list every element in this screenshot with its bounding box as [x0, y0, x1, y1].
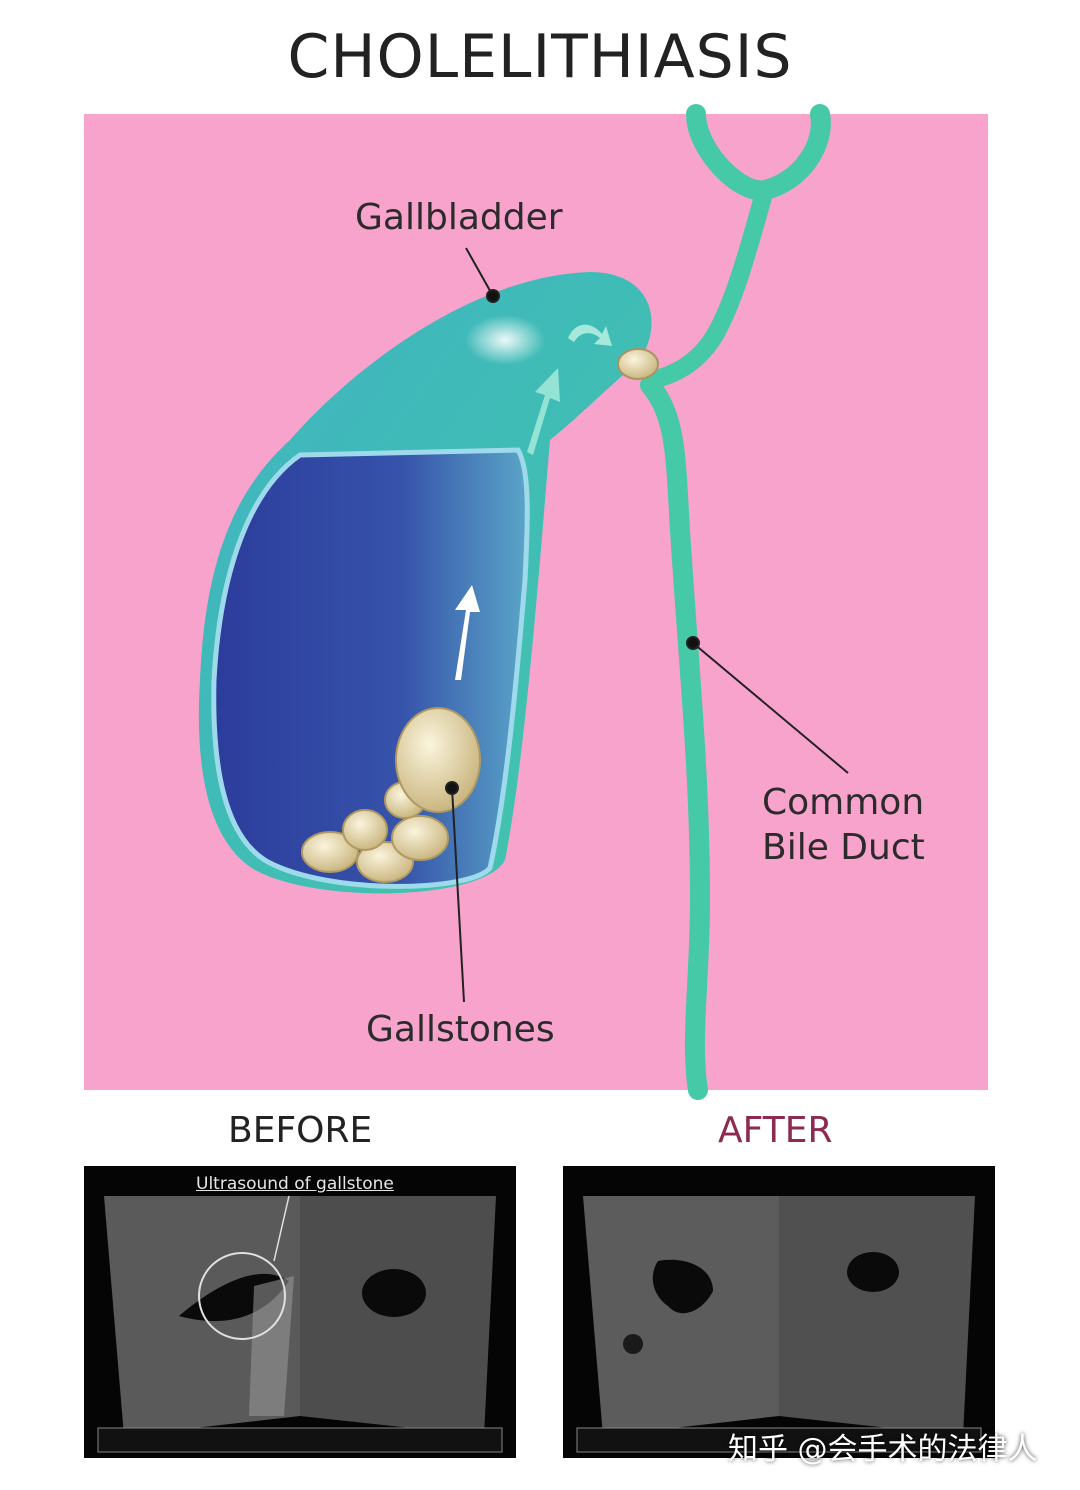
- ultrasound-after-image: [576, 1196, 982, 1453]
- flow-arrow-icon: [568, 324, 612, 346]
- ultrasound-caption: Ultrasound of gallstone: [196, 1174, 394, 1194]
- ultrasound-before-image: [97, 1195, 503, 1453]
- ultrasound-after: [563, 1166, 995, 1458]
- after-label: AFTER: [718, 1110, 833, 1151]
- gallstones-label: Gallstones: [366, 1009, 555, 1050]
- gallbladder-label: Gallbladder: [355, 197, 563, 238]
- watermark: 知乎 @会手术的法律人: [728, 1432, 1038, 1467]
- ultrasound-before: Ultrasound of gallstone: [84, 1166, 516, 1458]
- common-bile-duct-label: Common Bile Duct: [762, 782, 925, 868]
- common-bile-duct-shape: [640, 104, 831, 1100]
- cholelithiasis-illustration: [84, 104, 988, 1100]
- flow-arrow-icon: [455, 585, 480, 680]
- before-label: BEFORE: [228, 1110, 373, 1151]
- gallstone-in-duct: [617, 348, 659, 380]
- gallbladder-highlight: [465, 315, 545, 365]
- leader-lines: [445, 247, 849, 1003]
- page-title: CHOLELITHIASIS: [287, 22, 793, 92]
- flow-arrow-icon: [527, 368, 560, 455]
- gallstones-cluster: [301, 707, 481, 883]
